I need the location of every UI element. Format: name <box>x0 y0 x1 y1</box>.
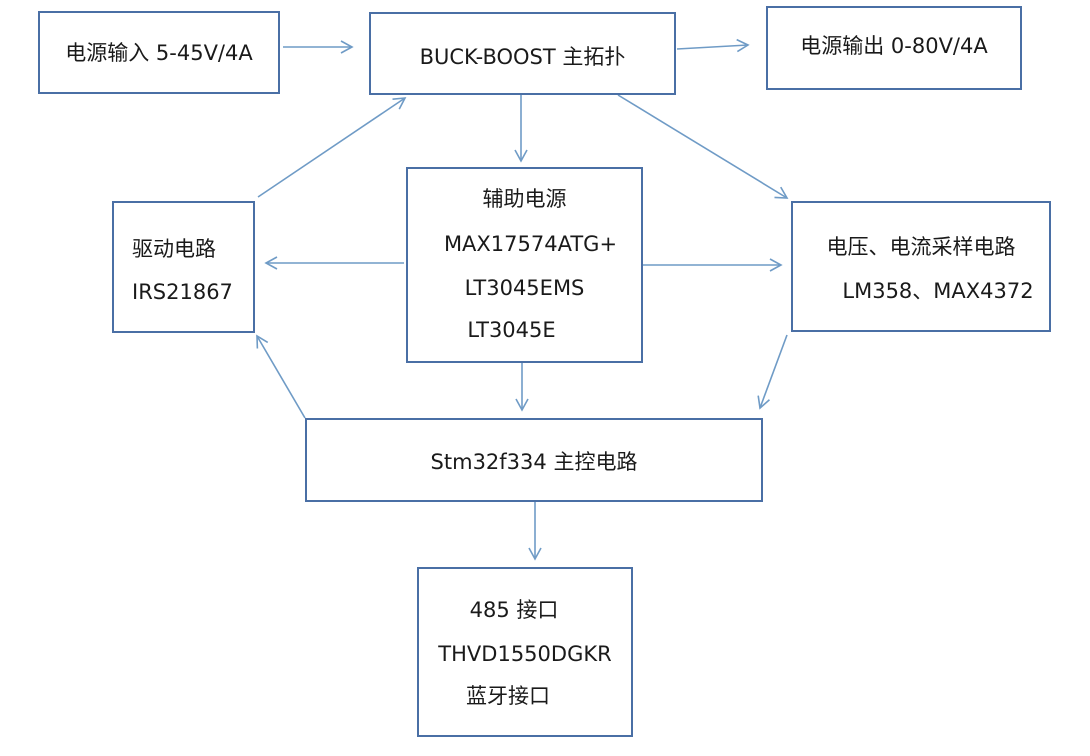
edge-mcu-to-driver <box>256 334 306 419</box>
buck-boost-label: BUCK-BOOST 主拓扑 <box>419 45 626 69</box>
aux-power-part-1: MAX17574ATG+ <box>443 232 618 256</box>
edge-sampling-to-mcu <box>757 334 788 410</box>
interface-line-2: THVD1550DGKR <box>438 642 612 666</box>
buck-boost-box: BUCK-BOOST 主拓扑 <box>369 12 676 95</box>
driver-box: 驱动电路 IRS21867 <box>112 201 255 333</box>
driver-part: IRS21867 <box>132 280 233 304</box>
power-output-box: 电源输出 0-80V/4A <box>766 6 1022 90</box>
sampling-parts: LM358、MAX4372 <box>842 279 1034 303</box>
power-output-label: 电源输出 0-80V/4A <box>800 34 988 58</box>
driver-title: 驱动电路 <box>132 237 216 261</box>
aux-power-part-2: LT3045EMS <box>464 276 585 300</box>
edge-buckboost-to-sampling <box>617 94 789 199</box>
power-input-label: 电源输入 5-45V/4A <box>65 41 253 65</box>
aux-power-title: 辅助电源 <box>482 187 567 211</box>
mcu-label: Stm32f334 主控电路 <box>430 450 638 474</box>
aux-power-part-3: LT3045E <box>467 318 556 342</box>
interface-line-3: 蓝牙接口 <box>466 684 550 708</box>
edge-driver-to-buckboost <box>257 97 407 198</box>
interface-box: 485 接口 THVD1550DGKR 蓝牙接口 <box>417 567 633 737</box>
power-input-box: 电源输入 5-45V/4A <box>38 11 280 94</box>
aux-power-box: 辅助电源 MAX17574ATG+ LT3045EMS LT3045E <box>406 167 643 363</box>
edge-buckboost-to-output <box>676 38 750 53</box>
sampling-box: 电压、电流采样电路 LM358、MAX4372 <box>791 201 1051 332</box>
sampling-title: 电压、电流采样电路 <box>826 235 1016 259</box>
interface-line-1: 485 接口 <box>469 598 559 622</box>
mcu-box: Stm32f334 主控电路 <box>305 418 763 502</box>
